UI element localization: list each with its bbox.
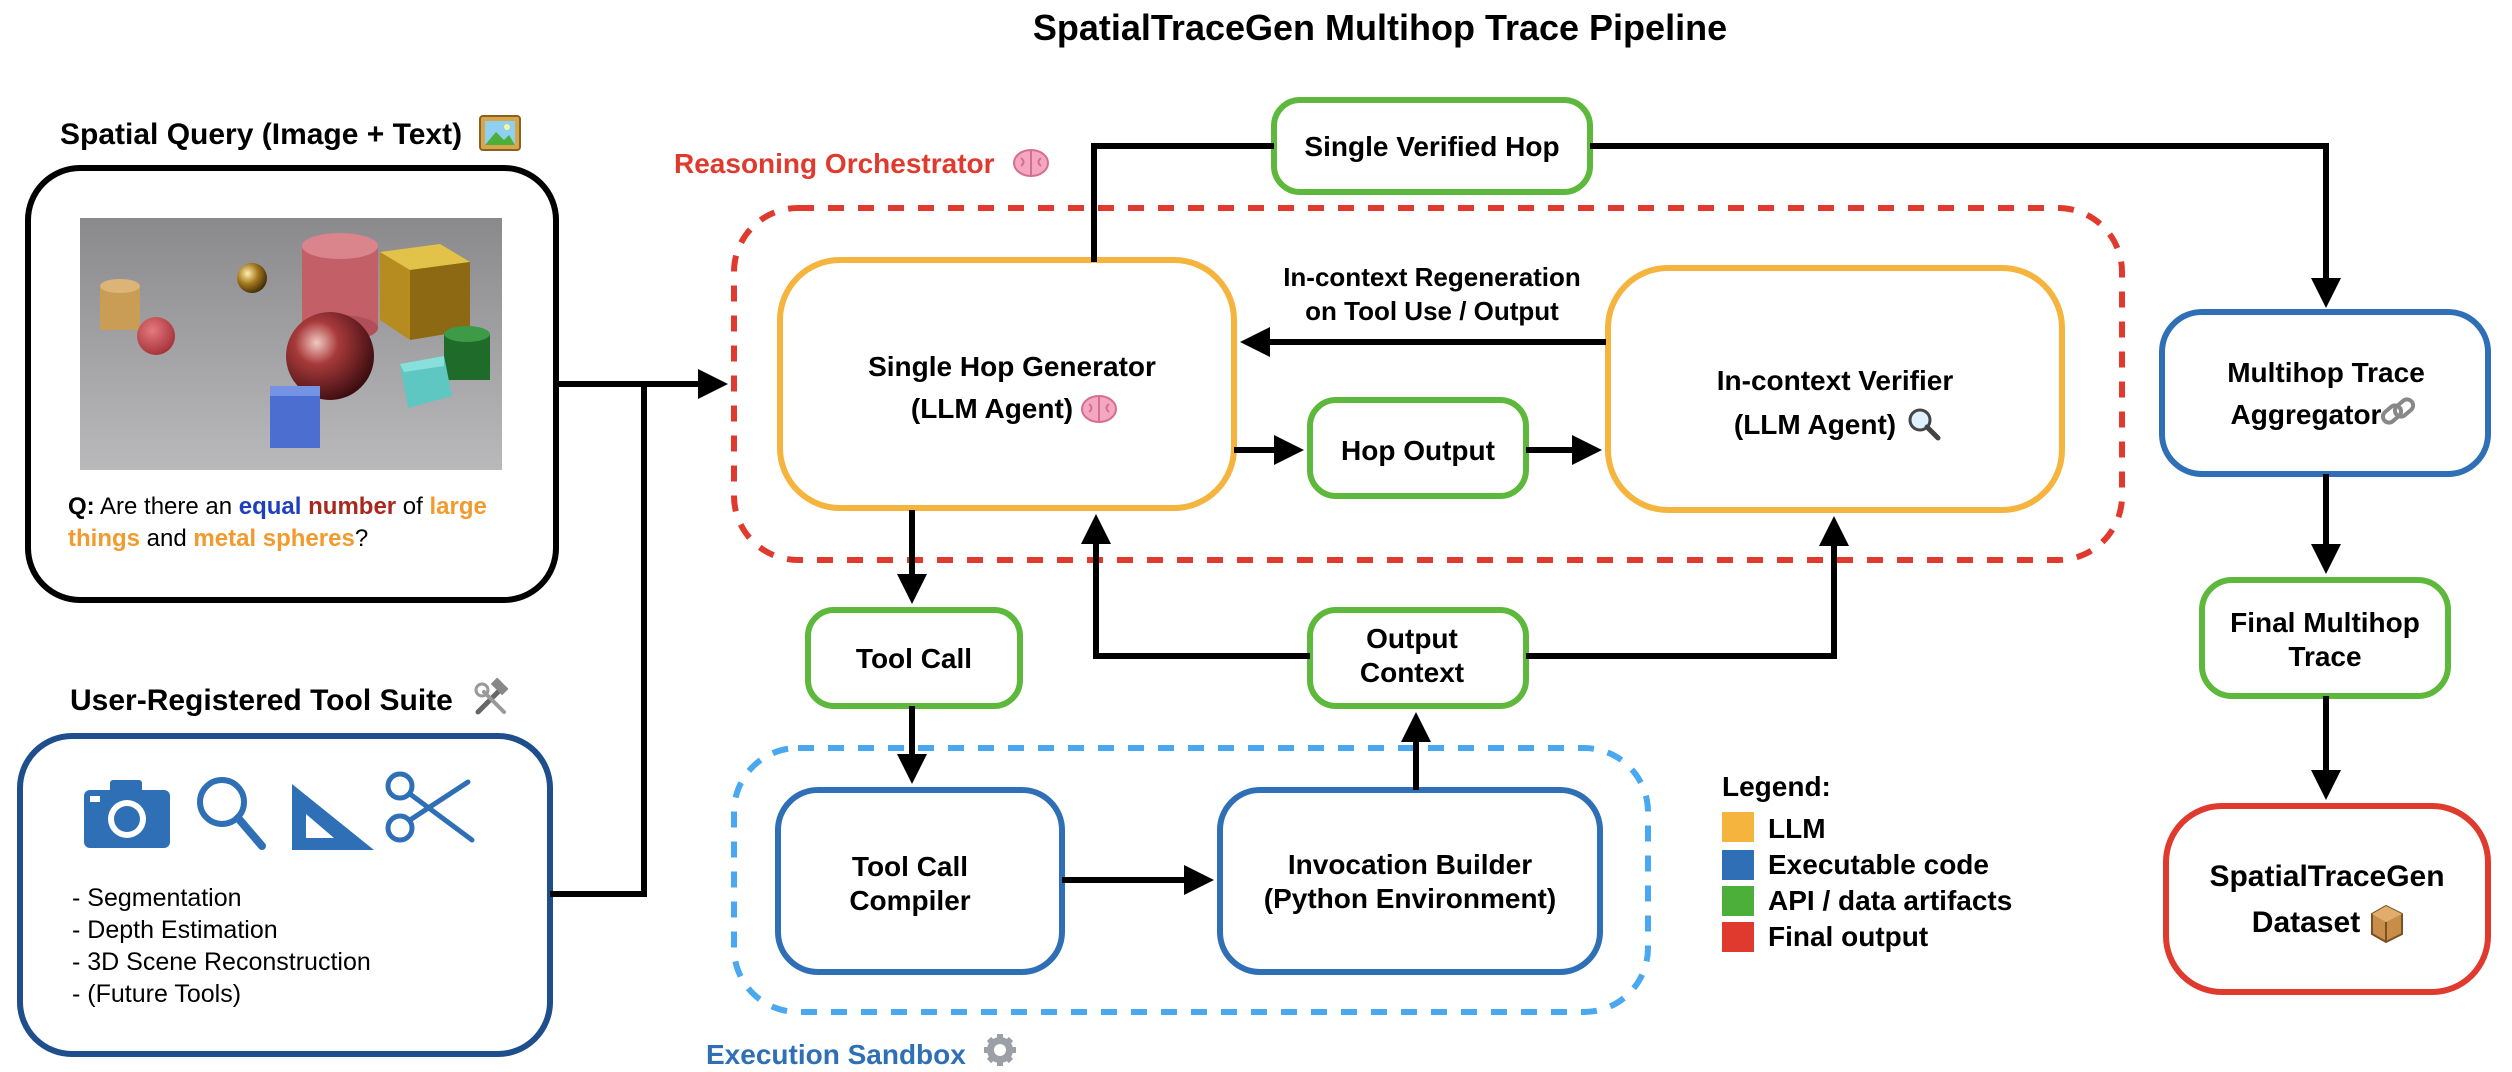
invocation-node — [1217, 787, 1603, 975]
scissors-icon — [385, 771, 475, 843]
output-context-line2: Context — [1360, 657, 1464, 688]
final-trace-node — [2199, 577, 2451, 699]
hop-output-label: Hop Output — [1341, 435, 1495, 466]
legend-label: LLM — [1768, 813, 1826, 844]
output-context-line1: Output — [1366, 623, 1458, 654]
aggregator-line1: Multihop Trace — [2227, 357, 2425, 388]
tool-item: - 3D Scene Reconstruction — [72, 948, 371, 976]
tool-item: - Segmentation — [72, 884, 242, 912]
verifier-line2: (LLM Agent) — [1734, 409, 1896, 440]
final-trace-line2: Trace — [2288, 641, 2361, 672]
verifier-node — [1605, 265, 2065, 513]
framed-picture-icon — [479, 115, 521, 151]
tool-call-label: Tool Call — [856, 643, 972, 674]
query-question-line2: things and metal spheres? — [68, 525, 368, 552]
tool-suite-panel: User-Registered Tool Suite — [17, 677, 553, 1057]
legend-swatch-llm — [1722, 812, 1754, 842]
sandbox-region — [731, 745, 1651, 1015]
tool-item: - Depth Estimation — [72, 916, 278, 944]
gear-icon — [984, 1034, 1016, 1066]
input-connectors — [550, 369, 728, 897]
flow-arrows — [897, 143, 2341, 895]
legend-label: Final output — [1768, 921, 1928, 952]
legend-swatch-api — [1722, 886, 1754, 916]
triangle-ruler-icon — [292, 784, 374, 850]
verifier-line1: In-context Verifier — [1717, 365, 1954, 396]
compiler-line1: Tool Call — [852, 851, 968, 882]
magnifier-icon — [1908, 408, 1941, 441]
legend: Legend: LLM Executable code API / data a… — [1722, 771, 2012, 952]
dataset-node — [2163, 803, 2491, 995]
spatial-query-heading: Spatial Query (Image + Text) — [60, 118, 462, 151]
final-trace-line1: Final Multihop — [2230, 607, 2420, 638]
regen-line1: In-context Regeneration — [1283, 262, 1581, 292]
brain-icon — [1081, 395, 1117, 423]
legend-label: Executable code — [1768, 849, 1989, 880]
tool-suite-heading: User-Registered Tool Suite — [70, 684, 453, 717]
hammer-wrench-icon — [474, 677, 509, 715]
page-title: SpatialTraceGen Multihop Trace Pipeline — [1033, 7, 1727, 48]
invocation-line2: (Python Environment) — [1264, 883, 1556, 914]
single-verified-hop-label: Single Verified Hop — [1304, 131, 1559, 162]
regen-line2: on Tool Use / Output — [1305, 296, 1559, 326]
dataset-line2: Dataset — [2252, 906, 2360, 939]
aggregator-node — [2159, 309, 2491, 477]
orchestrator-label: Reasoning Orchestrator — [674, 148, 995, 179]
generator-line1: Single Hop Generator — [868, 351, 1156, 382]
package-icon — [2371, 904, 2403, 944]
generator-line2: (LLM Agent) — [911, 393, 1073, 424]
legend-swatch-final — [1722, 922, 1754, 952]
legend-title: Legend: — [1722, 771, 1831, 802]
query-question: Q: Are there an equal number of large — [68, 493, 487, 520]
orchestrator-region — [731, 205, 2125, 563]
compiler-line2: Compiler — [849, 885, 970, 916]
generator-node — [777, 257, 1237, 511]
invocation-line1: Invocation Builder — [1288, 849, 1532, 880]
sandbox-label: Execution Sandbox — [706, 1039, 966, 1070]
link-icon — [2380, 397, 2416, 425]
scene-image — [80, 218, 502, 470]
aggregator-line2: Aggregator — [2231, 399, 2382, 430]
dataset-line1: SpatialTraceGen — [2209, 860, 2444, 893]
legend-swatch-code — [1722, 850, 1754, 880]
brain-icon — [1013, 149, 1049, 177]
spatial-query-panel: Spatial Query (Image + Text) — [25, 115, 559, 603]
camera-icon — [84, 780, 170, 848]
legend-label: API / data artifacts — [1768, 885, 2012, 916]
magnifier-icon — [197, 777, 266, 850]
tool-item: - (Future Tools) — [72, 980, 241, 1008]
